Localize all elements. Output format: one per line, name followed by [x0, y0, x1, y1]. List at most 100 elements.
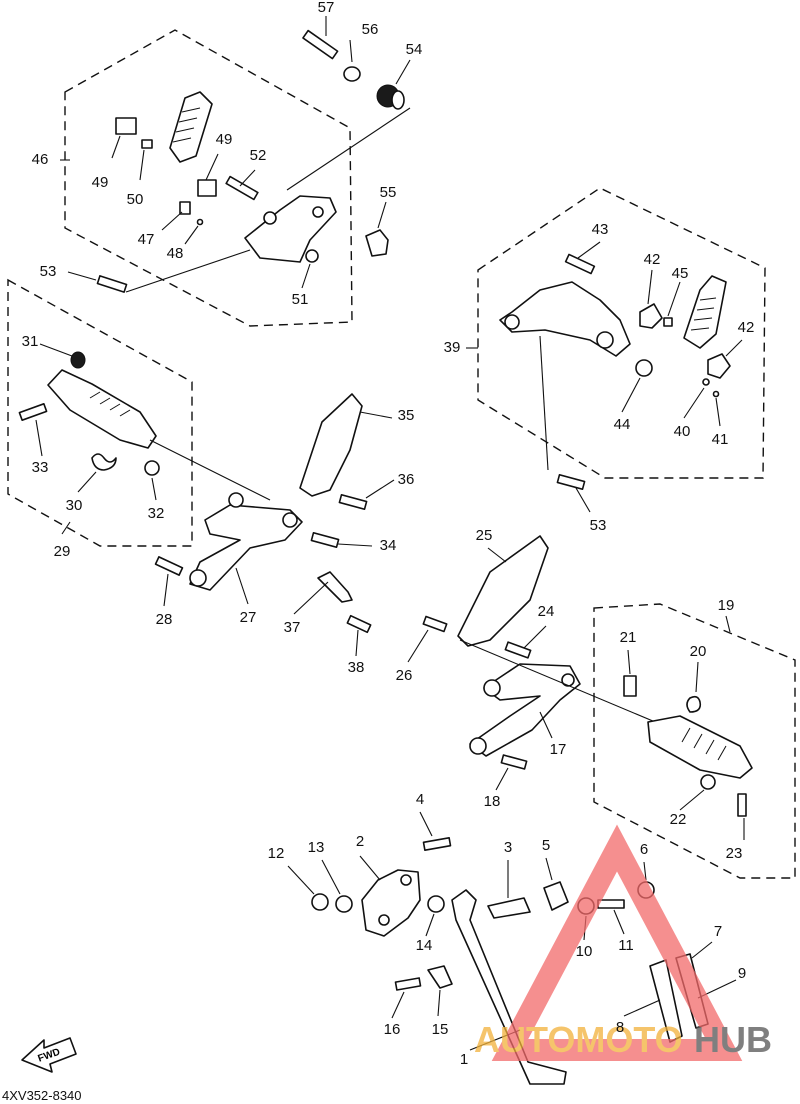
part-36-bolt — [338, 493, 368, 511]
part-24-bolt — [504, 641, 532, 659]
part-31-pin — [70, 351, 86, 369]
part-43-bolt — [564, 253, 596, 275]
part-53-bolt-right — [556, 473, 586, 491]
callout-39: 39 — [444, 339, 461, 356]
callout-16: 16 — [384, 1021, 401, 1038]
callout-10: 10 — [576, 943, 593, 960]
callout-29: 29 — [54, 543, 71, 560]
callout-40: 40 — [674, 423, 691, 440]
callout-55: 55 — [380, 184, 397, 201]
callout-21: 21 — [620, 629, 637, 646]
part-group-19 — [623, 615, 753, 840]
forward-direction-arrow: FWD — [21, 1037, 77, 1073]
callout-50: 50 — [127, 191, 144, 208]
part-57-bolt — [302, 29, 339, 60]
part-15-switch — [427, 965, 453, 989]
group-outline-29 — [7, 278, 193, 547]
watermark-brand-left: AUTOMOTO — [474, 1019, 683, 1060]
callout-5: 5 — [542, 837, 550, 854]
part-37-clamp — [317, 571, 353, 603]
part-2-bracket — [361, 869, 421, 937]
part-56-washer — [343, 66, 361, 82]
group-outline-19 — [593, 603, 796, 879]
part-38-bolt — [346, 614, 372, 634]
callout-34: 34 — [380, 537, 397, 554]
part-bracket-rear — [244, 195, 337, 263]
part-footpeg-front-right — [647, 715, 753, 779]
group-outline-46 — [64, 29, 353, 327]
callout-38: 38 — [348, 659, 365, 676]
callout-17: 17 — [550, 741, 567, 758]
watermark-triangle — [491, 824, 743, 1061]
callout-49: 49 — [92, 174, 109, 191]
callout-32: 32 — [148, 505, 165, 522]
callout-3: 3 — [504, 839, 512, 856]
part-20-spring — [686, 695, 702, 713]
callout-52: 52 — [250, 147, 267, 164]
callout-43: 43 — [592, 221, 609, 238]
part-16-bolt — [394, 977, 422, 991]
part-44-nut — [635, 359, 653, 377]
callout-56: 56 — [362, 21, 379, 38]
callout-28: 28 — [156, 611, 173, 628]
callout-33: 33 — [32, 459, 49, 476]
part-group-39 — [466, 241, 743, 513]
part-35-heel-plate — [299, 393, 363, 497]
part-group-17 — [407, 535, 661, 791]
part-26-bolt — [422, 615, 448, 633]
callout-48: 48 — [167, 245, 184, 262]
part-group-46 — [60, 16, 411, 293]
part-group-27 — [154, 393, 395, 657]
callout-8: 8 — [616, 1019, 624, 1036]
callout-51: 51 — [292, 291, 309, 308]
callout-53: 53 — [40, 263, 57, 280]
callout-49: 49 — [216, 131, 233, 148]
part-41-ball — [712, 390, 720, 398]
callout-35: 35 — [398, 407, 415, 424]
callout-18: 18 — [484, 793, 501, 810]
fwd-arrow-icon — [21, 1037, 77, 1073]
part-12-nut — [311, 893, 329, 911]
part-22-washer — [700, 774, 716, 790]
callout-45: 45 — [672, 265, 689, 282]
part-49-stopper — [115, 117, 137, 135]
part-group-29 — [18, 343, 271, 535]
part-34-bolt — [310, 531, 340, 549]
part-45-pin — [663, 317, 673, 327]
callout-54: 54 — [406, 41, 423, 58]
callout-46: 46 — [32, 151, 49, 168]
part-21-pin — [623, 675, 637, 697]
part-47-spring — [179, 201, 191, 215]
group-outline-39 — [477, 187, 766, 479]
callout-12: 12 — [268, 845, 285, 862]
part-27-bracket — [189, 504, 303, 591]
callout-24: 24 — [538, 603, 555, 620]
part-18-bolt — [500, 754, 528, 770]
callout-37: 37 — [284, 619, 301, 636]
callout-20: 20 — [690, 643, 707, 660]
callout-2: 2 — [356, 833, 364, 850]
part-32-washer — [144, 460, 160, 476]
part-53-bolt — [96, 275, 128, 293]
part-1-sidestand — [451, 889, 567, 1085]
callout-23: 23 — [726, 845, 743, 862]
callout-41: 41 — [712, 431, 729, 448]
part-28-bolt — [154, 556, 184, 576]
callout-26: 26 — [396, 667, 413, 684]
part-14-washer — [427, 895, 445, 913]
callout-44: 44 — [614, 416, 631, 433]
part-49-stopper-b — [197, 179, 217, 197]
brand-watermark: AUTOMOTO HUB — [474, 824, 772, 1061]
callout-47: 47 — [138, 231, 155, 248]
part-11-bolt — [597, 899, 625, 909]
callout-53: 53 — [590, 517, 607, 534]
callout-15: 15 — [432, 1021, 449, 1038]
drawing-code: 4XV352-8340 — [2, 1088, 82, 1103]
part-30-spring — [91, 453, 117, 471]
part-footpeg-rubber — [169, 91, 213, 163]
callout-57: 57 — [318, 0, 335, 16]
part-13-washer — [335, 895, 353, 913]
part-48-ball — [196, 218, 204, 226]
